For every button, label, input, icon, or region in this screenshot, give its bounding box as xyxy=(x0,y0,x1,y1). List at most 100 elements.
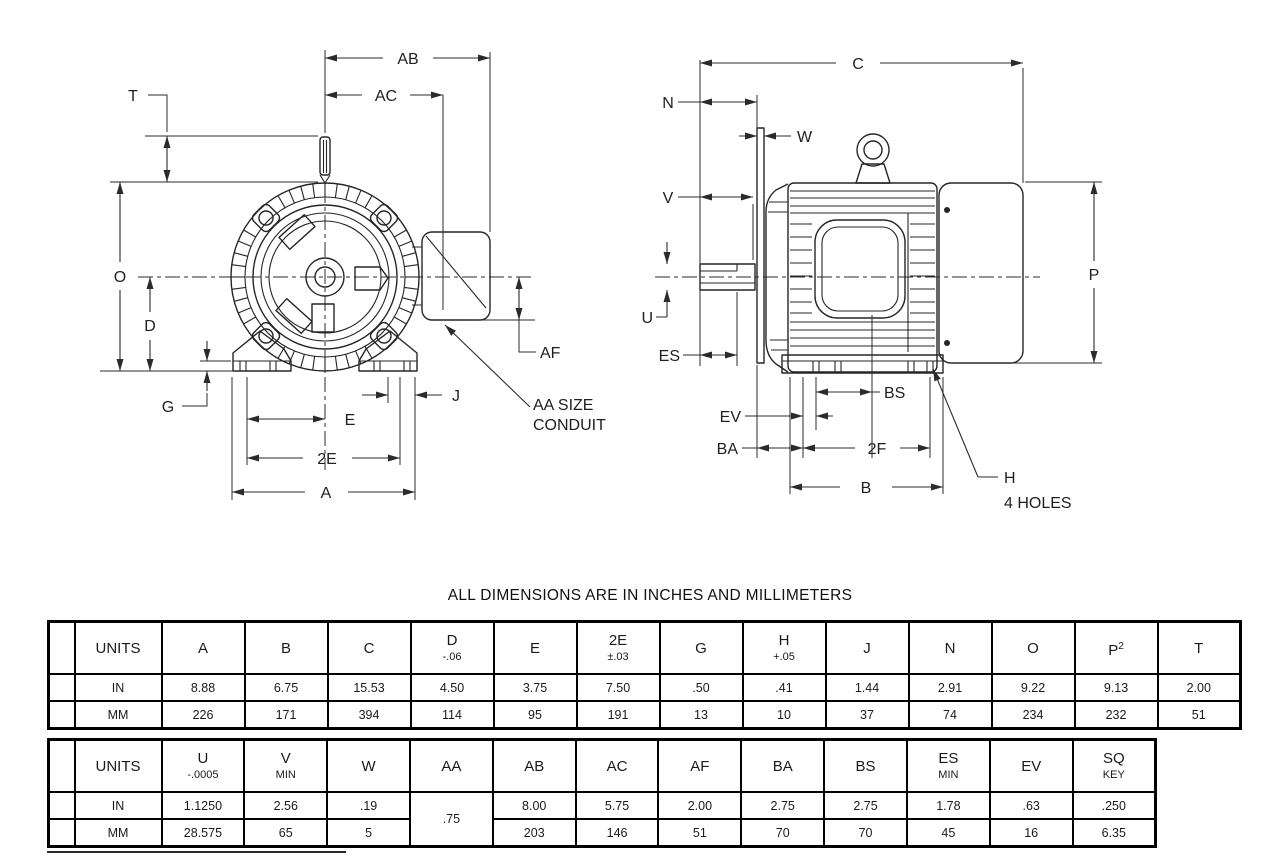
dim-value: 1.78 xyxy=(905,791,991,820)
dim-value: 171 xyxy=(243,700,329,730)
spacer-cell xyxy=(47,620,76,675)
dimension-table-primary: UNITS A B C D-.06 E 2E±.03 G H+.05 J N O… xyxy=(47,620,1242,730)
dim-value: 6.75 xyxy=(243,673,329,702)
dimension-AC: AC xyxy=(325,88,443,105)
svg-text:4 HOLES: 4 HOLES xyxy=(1004,495,1072,512)
dim-value: 114 xyxy=(409,700,495,730)
dimension-V: V xyxy=(663,190,753,207)
column-header: G xyxy=(658,620,744,675)
svg-text:AF: AF xyxy=(540,345,561,362)
dim-value: 2.91 xyxy=(907,673,993,702)
dim-value: 9.22 xyxy=(990,673,1076,702)
dimension-B: B xyxy=(790,480,943,497)
dim-value: .41 xyxy=(741,673,827,702)
svg-text:2F: 2F xyxy=(868,441,887,458)
units-header: UNITS xyxy=(73,620,163,675)
dim-value: 203 xyxy=(491,818,577,848)
dimension-P: P xyxy=(1089,182,1099,363)
bolt-bosses xyxy=(251,203,399,351)
lifting-eyebolt xyxy=(855,133,891,184)
svg-text:D: D xyxy=(144,318,156,335)
extension-lines xyxy=(100,50,535,500)
dimension-N: N xyxy=(662,95,757,112)
shaft-key xyxy=(319,136,331,184)
technical-drawing: AB AC T O D xyxy=(100,50,1102,512)
dimensions-note: ALL DIMENSIONS ARE IN INCHES AND MILLIME… xyxy=(447,587,853,604)
column-header: N xyxy=(907,620,993,675)
column-header: J xyxy=(824,620,910,675)
inches-row: IN 1.1250 2.56 .19 .75 8.00 5.75 2.00 2.… xyxy=(47,791,1157,848)
spacer-cell xyxy=(47,818,76,848)
dimension-D: D xyxy=(144,277,156,371)
dim-value: .63 xyxy=(988,791,1074,820)
unit-label: IN xyxy=(73,791,163,820)
column-header: P2 xyxy=(1073,620,1159,675)
svg-text:N: N xyxy=(662,95,674,112)
dim-value: 2.00 xyxy=(657,791,743,820)
svg-text:C: C xyxy=(852,56,864,73)
column-header: C xyxy=(326,620,412,675)
column-header: BS xyxy=(823,738,908,793)
svg-text:J: J xyxy=(452,388,460,405)
column-header: AB xyxy=(491,738,577,793)
svg-text:V: V xyxy=(663,190,674,207)
dimension-A: A xyxy=(232,485,415,502)
svg-text:T: T xyxy=(128,88,138,105)
partial-table-edge xyxy=(47,851,346,853)
end-bell xyxy=(765,183,789,373)
svg-text:B: B xyxy=(861,480,872,497)
dim-value: 1.1250 xyxy=(160,791,246,820)
dim-value: 16 xyxy=(988,818,1074,848)
header-row: UNITS A B C D-.06 E 2E±.03 G H+.05 J N O… xyxy=(47,620,1242,675)
shaft-hub xyxy=(305,257,389,297)
dimension-ES: ES xyxy=(659,348,737,365)
dim-value: 13 xyxy=(658,700,744,730)
mounting-feet xyxy=(781,354,944,374)
mounting-feet xyxy=(232,330,418,372)
shaft xyxy=(699,263,756,291)
column-header: 2E±.03 xyxy=(575,620,661,675)
spacer-cell xyxy=(47,791,76,820)
column-header: A xyxy=(160,620,246,675)
dim-value: 70 xyxy=(823,818,908,848)
holes-callout: H 4 HOLES xyxy=(932,368,1072,512)
svg-text:CONDUIT: CONDUIT xyxy=(533,417,606,434)
dimension-2E: 2E xyxy=(247,451,400,468)
svg-text:AC: AC xyxy=(375,88,397,105)
column-header: BA xyxy=(740,738,826,793)
svg-text:U: U xyxy=(641,310,653,327)
column-header: EV xyxy=(988,738,1074,793)
column-header: B xyxy=(243,620,329,675)
inches-row: IN 8.88 6.75 15.53 4.50 3.75 7.50 .50 .4… xyxy=(47,673,1242,702)
dimension-J: J xyxy=(362,388,460,405)
dimension-AF: AF xyxy=(515,277,561,362)
slinger-plate xyxy=(756,127,765,364)
dim-value: 1.44 xyxy=(824,673,910,702)
svg-text:A: A xyxy=(321,485,332,502)
dim-value: 234 xyxy=(990,700,1076,730)
front-view: AB AC T O D xyxy=(100,50,606,502)
dimension-EV: EV xyxy=(720,409,833,426)
dim-value: 2.00 xyxy=(1156,673,1242,702)
dim-value: .19 xyxy=(326,791,411,820)
dim-value: .250 xyxy=(1071,791,1157,820)
dim-value: 51 xyxy=(1156,700,1242,730)
dim-value: 28.575 xyxy=(160,818,246,848)
dimension-G: G xyxy=(162,341,211,416)
dim-value: 74 xyxy=(907,700,993,730)
svg-text:ES: ES xyxy=(659,348,680,365)
terminal-box xyxy=(938,182,1024,364)
svg-text:2E: 2E xyxy=(317,451,337,468)
dimension-U: U xyxy=(641,242,671,327)
dim-value: 6.35 xyxy=(1071,818,1157,848)
fin-ring xyxy=(230,182,420,372)
column-header: D-.06 xyxy=(409,620,495,675)
column-header: E xyxy=(492,620,578,675)
dim-value: 70 xyxy=(740,818,826,848)
vent-slots xyxy=(275,213,335,335)
dim-value: 146 xyxy=(574,818,660,848)
column-header: W xyxy=(326,738,411,793)
